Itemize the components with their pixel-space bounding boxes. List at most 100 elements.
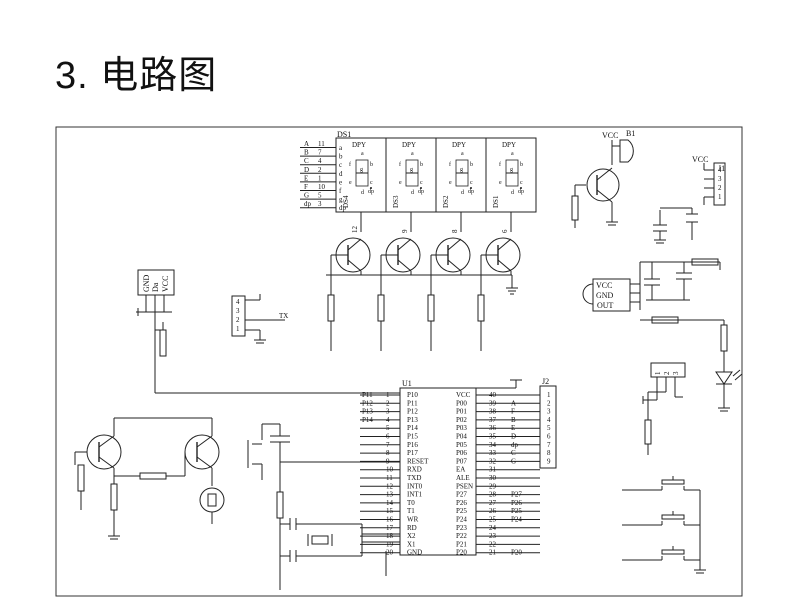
seg-label-a: a	[511, 151, 514, 157]
ir-pin-3: 3	[672, 371, 680, 375]
seg-label-f: f	[349, 161, 351, 168]
input-pin: 4	[318, 157, 322, 165]
mcu-pin-name: GND	[407, 549, 422, 557]
mcu-pin-number: 20	[386, 549, 394, 557]
base-resistor	[327, 294, 335, 322]
common-pin-number: 8	[451, 229, 459, 233]
capacitor-c1	[653, 207, 698, 244]
digit-type: DPY	[402, 141, 416, 149]
mcu-pin-number: 21	[489, 549, 497, 557]
buzzer-ref: B1	[626, 129, 635, 138]
dp-dot	[420, 187, 422, 189]
mcu-net-label: P25	[511, 507, 522, 515]
push-button-icon	[661, 549, 685, 555]
input-pin: 2	[318, 166, 322, 174]
mcu-pin-number: 19	[386, 540, 394, 548]
mcu-net-label: E	[511, 424, 515, 432]
driver-transistor-2	[184, 434, 220, 470]
segment-pin-label: g	[339, 196, 343, 204]
base-resistor	[377, 294, 385, 322]
mcu-pin-number: 24	[489, 524, 497, 532]
j1-pin-number: 2	[718, 184, 722, 192]
base-resistor	[477, 294, 485, 322]
j2-pin-number: 6	[547, 433, 551, 441]
digit-ref: DS1	[492, 195, 500, 208]
common-pin-number: 12	[351, 226, 359, 234]
seg-label-b: b	[520, 162, 523, 168]
seg-label-a: a	[411, 151, 414, 157]
temp-pin-gnd: GND	[142, 274, 151, 292]
input-name: F	[304, 183, 308, 191]
j2-pin-number: 3	[547, 408, 551, 416]
input-pin: 3	[318, 200, 322, 208]
mcu-pin-number: 23	[489, 532, 497, 540]
schematic-frame	[55, 126, 743, 597]
input-pin: 10	[318, 183, 326, 191]
mcu-net-label: C	[511, 449, 516, 457]
mcu-ref: U1	[402, 379, 412, 388]
mcu-pin-number: 40	[489, 391, 497, 399]
digit-type: DPY	[502, 141, 516, 149]
mcu-pin-number: 8	[386, 449, 390, 457]
segment-pin-label: c	[339, 161, 342, 169]
mcu-net-label: G	[511, 457, 516, 465]
segment-pin-label: a	[339, 144, 343, 152]
j2-pin-number: 8	[547, 449, 551, 457]
input-name: D	[304, 166, 309, 174]
mcu-pin-name: P03	[456, 424, 467, 432]
mcu-pin-number: 38	[489, 408, 497, 416]
j1-ref: J1	[718, 164, 725, 173]
j2-pin-number: 5	[547, 424, 551, 432]
mcu-pin-name: P10	[407, 391, 418, 399]
reset-clock	[247, 423, 400, 590]
mcu-pin-name: P02	[456, 416, 467, 424]
mcu-pin-number: 14	[386, 499, 394, 507]
mcu-net-label: P14	[362, 416, 373, 424]
input-pin: 1	[318, 174, 322, 182]
mcu-pin-number: 22	[489, 540, 497, 548]
seg-label-d: d	[461, 190, 464, 196]
seg-label-c: c	[470, 180, 473, 186]
digit-type: DPY	[452, 141, 466, 149]
mcu-net-label: dp	[511, 441, 519, 449]
segment-pin-label: d	[339, 170, 343, 178]
mcu-net-label: P26	[511, 499, 522, 507]
segment-pin-label: e	[339, 178, 342, 186]
common-pin-number: 6	[501, 229, 509, 233]
mcu-pin-name: PSEN	[456, 482, 473, 490]
mcu-pin-name: P15	[407, 433, 418, 441]
regulator-pin-vcc: VCC	[596, 281, 612, 290]
mcu-pin-number: 15	[386, 507, 394, 515]
regulator-section: VCC GND OUT	[582, 258, 743, 412]
j2-pin-number: 1	[547, 391, 551, 399]
mcu-pin-number: 17	[386, 524, 394, 532]
mcu-pin-number: 18	[386, 532, 394, 540]
ir-pin-1: 1	[654, 371, 662, 375]
mcu-net-label: P20	[511, 549, 522, 557]
mcu-net-label: F	[511, 408, 515, 416]
mcu-pin-number: 5	[386, 424, 390, 432]
display-ref: DS1	[337, 130, 351, 139]
mcu-pin-number: 32	[489, 457, 497, 465]
mcu-pin-name: P12	[407, 408, 418, 416]
seg-label-d: d	[511, 190, 514, 196]
driver-transistor-1	[86, 434, 122, 470]
seg-label-g: g	[510, 167, 513, 173]
mcu-pin-name: TXD	[407, 474, 421, 482]
seg-label-dp: dp	[468, 189, 474, 195]
mcu-pin-number: 16	[386, 516, 394, 524]
j1-pin-number: 3	[718, 175, 722, 183]
mcu-pin-name: T0	[407, 499, 415, 507]
mcu-pin-name: P24	[456, 516, 467, 524]
mcu-pin-number: 1	[386, 391, 390, 399]
seg-label-f: f	[499, 161, 501, 168]
mcu-net-label: A	[511, 399, 516, 407]
serial-pin-number: 1	[236, 325, 240, 333]
seg-label-e: e	[349, 180, 352, 186]
motor-icon	[199, 487, 225, 513]
mcu-net-label: P24	[511, 516, 522, 524]
mcu-pin-number: 30	[489, 474, 497, 482]
